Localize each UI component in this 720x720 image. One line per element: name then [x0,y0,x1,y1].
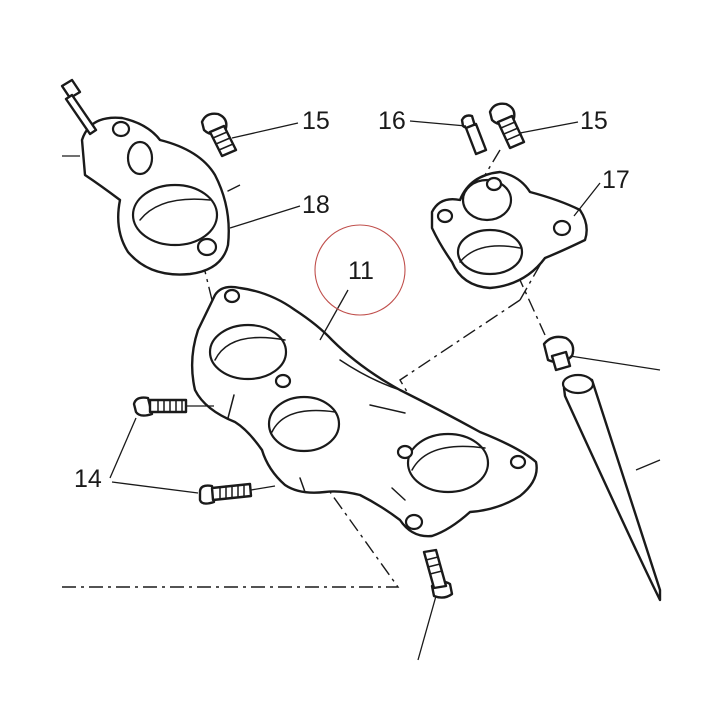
callout-15-left: 15 [302,107,330,135]
part-15-screw-right [488,102,526,150]
bolt-top-left [60,78,98,136]
part-17-outlet-housing [430,170,588,290]
part-14-bolt-lower [198,482,276,505]
callout-11-highlight-ring [314,224,406,316]
part-18-elbow-housing [62,116,230,276]
callout-14: 14 [74,465,102,493]
coolant-tube [561,373,662,602]
part-16-screw [460,114,488,156]
callout-leaders [109,120,601,494]
sensor-plug [542,335,661,372]
callout-18: 18 [302,191,330,219]
callout-11: 11 [348,257,374,285]
callout-15-right: 15 [580,107,608,135]
part-15-screw-left [200,112,238,158]
part-14-bolt-upper [132,396,214,417]
callout-17: 17 [602,166,630,194]
part-11-coolant-manifold [190,285,538,538]
callout-16: 16 [378,107,406,135]
bolt-bottom [417,548,454,661]
